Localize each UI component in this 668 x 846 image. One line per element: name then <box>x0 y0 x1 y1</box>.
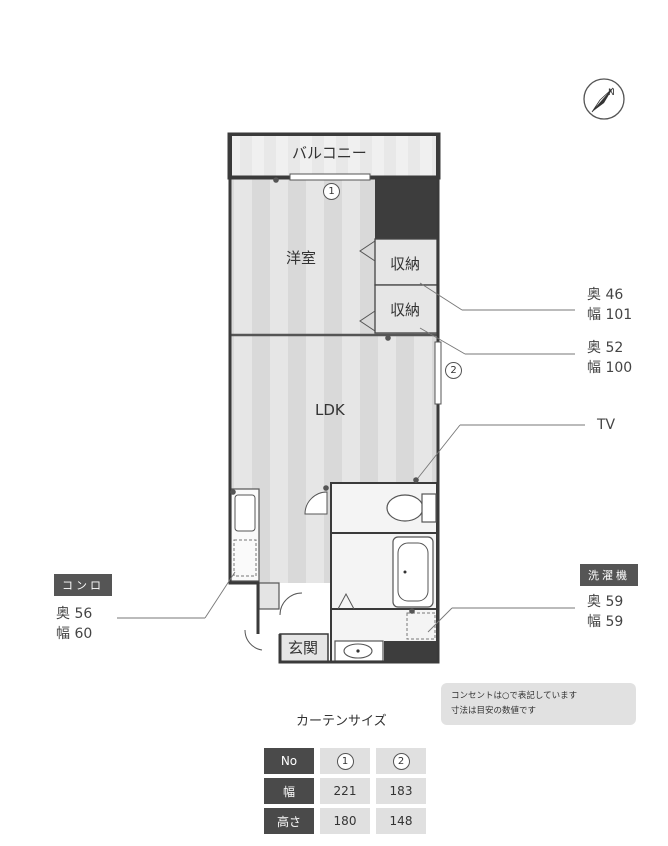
curtain-cell: 148 <box>376 808 426 834</box>
note-box: コンセントは○で表記しています 寸法は目安の数値です <box>441 683 636 725</box>
curtain-header-no: No <box>264 748 314 774</box>
curtain-header-2: 2 <box>376 748 426 774</box>
washer-space <box>406 612 436 640</box>
storage-1-depth: 奥 46 <box>587 287 624 303</box>
curtain-row-height: 高さ 180 148 <box>264 808 426 834</box>
curtain-header-1: 1 <box>320 748 370 774</box>
western-room-label: 洋室 <box>286 249 317 267</box>
stove-tag: コンロ <box>54 574 112 596</box>
curtain-title: カーテンサイズ <box>296 714 387 729</box>
curtain-window-1: 1 <box>336 752 354 770</box>
note-line-2: 寸法は目安の数値です <box>451 706 537 716</box>
toilet-icon <box>386 493 437 523</box>
storage-1-label: 収納 <box>390 255 421 273</box>
washroom-dark-block <box>384 641 437 662</box>
note-line-1: コンセントは○で表記しています <box>451 691 578 701</box>
storage-1-width: 幅 101 <box>587 307 633 323</box>
stove-depth: 奥 56 <box>56 606 93 622</box>
washer-tag: 洗濯機 <box>580 564 638 586</box>
tv-label: TV <box>597 417 616 433</box>
storage-1-area <box>374 238 438 286</box>
ldk-label: LDK <box>315 401 345 419</box>
curtain-row-width: 幅 221 183 <box>264 778 426 804</box>
curtain-window-2: 2 <box>392 752 410 770</box>
pipe-space <box>375 177 437 239</box>
curtain-header-row: No 1 2 <box>264 748 426 774</box>
svg-text:N: N <box>608 88 615 98</box>
north-arrow-icon: N <box>583 78 625 120</box>
washer-depth: 奥 59 <box>587 594 624 610</box>
ldk-area <box>230 335 438 483</box>
washer-width: 幅 59 <box>587 614 624 630</box>
curtain-cell: 183 <box>376 778 426 804</box>
curtain-table: No 1 2 幅 221 183 高さ 180 148 <box>258 744 432 838</box>
curtain-row-label: 幅 <box>264 778 314 804</box>
window-marker-1: 1 <box>323 183 340 200</box>
bathtub-icon <box>392 536 434 608</box>
balcony-label: バルコニー <box>292 144 367 162</box>
fridge-space <box>258 582 280 610</box>
curtain-cell: 180 <box>320 808 370 834</box>
storage-2-width: 幅 100 <box>587 360 633 376</box>
stove-width: 幅 60 <box>56 626 93 642</box>
curtain-row-label: 高さ <box>264 808 314 834</box>
sink-icon <box>334 640 384 662</box>
storage-2-depth: 奥 52 <box>587 340 624 356</box>
storage-2-label: 収納 <box>390 301 421 319</box>
curtain-cell: 221 <box>320 778 370 804</box>
window-marker-2: 2 <box>445 362 462 379</box>
entrance-label: 玄関 <box>288 639 319 657</box>
stove-space <box>233 539 257 577</box>
